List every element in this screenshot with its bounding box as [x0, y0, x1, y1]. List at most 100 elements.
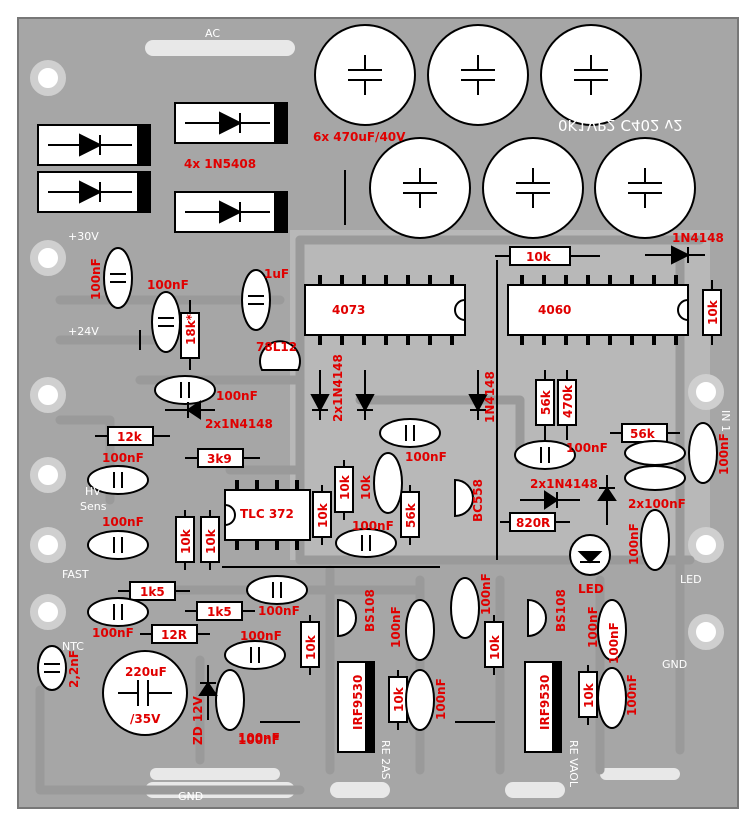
capacitor-100nf [215, 669, 245, 731]
label-470k: 470k [561, 384, 575, 418]
label-c15: 100nF [238, 733, 280, 747]
capacitor-470uf [594, 137, 696, 239]
diode-1n5408 [37, 171, 151, 213]
label-2x1n4148-mid: 2x1N4148 [205, 417, 273, 431]
mounting-holes [30, 60, 724, 650]
rectifier-diodes [37, 102, 288, 233]
label-c10: 100nF [627, 523, 641, 565]
resistor-820r [500, 512, 570, 532]
mounting-hole [688, 374, 724, 410]
led-component [569, 534, 611, 576]
label-2x100nf: 2x100nF [628, 497, 686, 511]
label-c9: 100nF [352, 519, 394, 533]
label-c2: 100nF [147, 278, 189, 292]
capacitor-100nf [597, 599, 627, 661]
label-56k-c: 56k [404, 502, 418, 528]
label-c20: 100nF [238, 731, 280, 745]
label-2n2: 2,2nF [67, 650, 81, 688]
capacitor-100nf [335, 528, 397, 558]
resistor-56k-c [400, 485, 420, 545]
regulator-78l12 [259, 340, 301, 371]
label-10k-g: 10k [488, 634, 502, 660]
label-c19: 100nF [625, 674, 639, 716]
silk-gnd-bottom: GND [178, 790, 203, 803]
label-18k: 18k* [184, 313, 198, 345]
label-c16: 100nF [389, 606, 403, 648]
capacitor-100nf [597, 667, 627, 729]
diode-1n4148 [597, 475, 617, 525]
label-1n4148-vert: 1N4148 [483, 371, 497, 423]
label-2x1n4148-right: 2x1N4148 [530, 477, 598, 491]
silk-24v: +24V [68, 325, 99, 338]
transistor-bs108-a [337, 598, 357, 638]
ic-4073 [304, 284, 466, 336]
large-capacitors [314, 24, 696, 239]
resistor-10k-d [334, 460, 354, 520]
capacitor-100nf [151, 291, 181, 353]
capacitor-2n2 [37, 645, 67, 691]
label-10k-a: 10k [179, 528, 193, 554]
integrated-circuits [224, 284, 689, 541]
label-1n4148-top: 1N4148 [672, 231, 724, 245]
silkscreen-text: AC +30V +24V HV Sens FAST NTC GND GND LE… [62, 27, 732, 803]
label-c5: 100nF [717, 433, 731, 475]
label-1uf: 1uF [264, 267, 289, 281]
capacitor-220uf [102, 650, 188, 736]
ic-tlc372 [224, 489, 311, 541]
label-c7: 100nF [405, 450, 447, 464]
silk-sens: Sens [80, 500, 107, 513]
resistor-10k-h [388, 670, 408, 730]
resistor-12k [95, 426, 170, 446]
label-10k-h: 10k [392, 686, 406, 712]
label-bs108-b: BS108 [554, 589, 568, 632]
label-c13: 100nF [92, 626, 134, 640]
label-78l12: 78L12 [256, 340, 297, 354]
capacitor-470uf [314, 24, 416, 126]
resistor-18k [180, 300, 200, 370]
label-10k-e: 10k [359, 474, 373, 500]
label-10k-i: 10k [582, 682, 596, 708]
pad-strip [330, 782, 390, 798]
diode-1n5408 [37, 124, 151, 166]
diode-1n4148 [165, 400, 215, 420]
resistor-10k-b [200, 510, 220, 570]
capacitor-100nf [450, 577, 480, 639]
mounting-hole [30, 240, 66, 276]
label-c18: 100nF [586, 606, 600, 648]
pad-strip [145, 40, 295, 56]
label-10k-d: 10k [338, 474, 352, 500]
trace [355, 395, 525, 465]
ceramic-capacitors [37, 247, 718, 731]
mounting-hole [30, 377, 66, 413]
resistor-470k [557, 370, 577, 440]
diode-1n4148 [520, 490, 580, 510]
resistor-1k5-a [118, 581, 190, 601]
transistor-bs108-b [527, 598, 547, 638]
diode-1n4148 [468, 370, 488, 420]
label-4073: 4073 [332, 303, 365, 317]
ic-notch [454, 299, 466, 321]
diode-1n4148-top [645, 245, 705, 265]
label-2x1n4148-vert: 2x1N4148 [331, 354, 345, 422]
label-tlc372: TLC 372 [240, 507, 294, 521]
label-c17: 100nF [434, 678, 448, 720]
capacitor-100nf [688, 422, 718, 484]
silk-fast: FAST [62, 568, 89, 581]
jumpers [139, 170, 498, 723]
label-1k5-a: 1k5 [140, 585, 165, 599]
transistor-bc558 [454, 478, 474, 518]
silk-ac: AC [205, 27, 220, 40]
capacitor-100nf [624, 465, 686, 491]
label-irf9530-a: IRF9530 [351, 675, 365, 730]
resistors-vertical [175, 280, 722, 730]
zener-12v [198, 665, 218, 720]
ic-notch [677, 299, 689, 321]
label-c4: 100nF [566, 441, 608, 455]
capacitor-100nf [87, 597, 149, 627]
resistor-10k-c [312, 485, 332, 545]
pad-strip [505, 782, 565, 798]
label-6x-470uf: 6x 470uF/40V [313, 130, 406, 144]
mounting-hole [30, 457, 66, 493]
capacitor-470uf [540, 24, 642, 126]
